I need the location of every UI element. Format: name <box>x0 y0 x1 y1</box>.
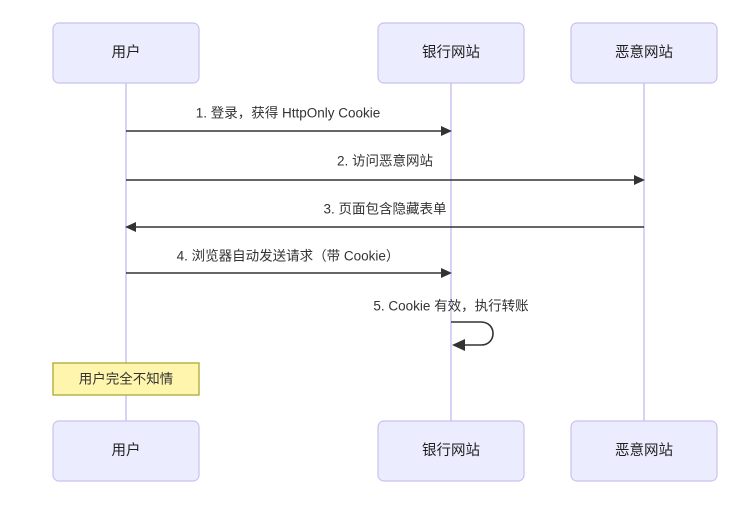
note-box-user-unaware <box>52 362 200 396</box>
message-label-5: 5. Cookie 有效，执行转账 <box>373 298 529 314</box>
message-label-4: 4. 浏览器自动发送请求（带 Cookie） <box>176 248 400 264</box>
arrow-head-left-5 <box>452 339 465 351</box>
participant-box-evil-top[interactable] <box>570 22 718 84</box>
message-label-3: 3. 页面包含隐藏表单 <box>323 201 447 217</box>
message-arrow-4 <box>126 268 452 278</box>
participant-box-bank-top[interactable] <box>377 22 525 84</box>
message-arrow-2 <box>126 175 645 185</box>
participant-boxes-bottom <box>52 420 718 482</box>
participant-box-user-top[interactable] <box>52 22 200 84</box>
message-arrow-1 <box>126 126 452 136</box>
participant-boxes-top <box>52 22 718 84</box>
arrow-head-right-2 <box>634 175 645 185</box>
participant-label-bank-top: 银行网站 <box>422 44 480 61</box>
arrow-head-right-1 <box>441 126 452 136</box>
participant-box-user-bottom[interactable] <box>52 420 200 482</box>
arrow-head-left-3 <box>125 222 136 232</box>
note-label-user-unaware: 用户完全不知情 <box>78 371 174 387</box>
participant-label-user-bottom: 用户 <box>111 442 141 459</box>
participant-label-bank-bottom: 银行网站 <box>422 442 480 459</box>
participant-box-evil-bottom[interactable] <box>570 420 718 482</box>
message-arrow-3 <box>125 222 644 232</box>
participant-label-user-top: 用户 <box>111 44 141 61</box>
participant-label-evil-top: 恶意网站 <box>615 44 673 61</box>
message-label-1: 1. 登录，获得 HttpOnly Cookie <box>195 105 381 121</box>
participant-box-bank-bottom[interactable] <box>377 420 525 482</box>
message-self-loop-5 <box>451 321 494 351</box>
participant-label-evil-bottom: 恶意网站 <box>615 442 673 459</box>
message-label-2: 2. 访问恶意网站 <box>336 153 434 169</box>
arrow-head-right-4 <box>441 268 452 278</box>
